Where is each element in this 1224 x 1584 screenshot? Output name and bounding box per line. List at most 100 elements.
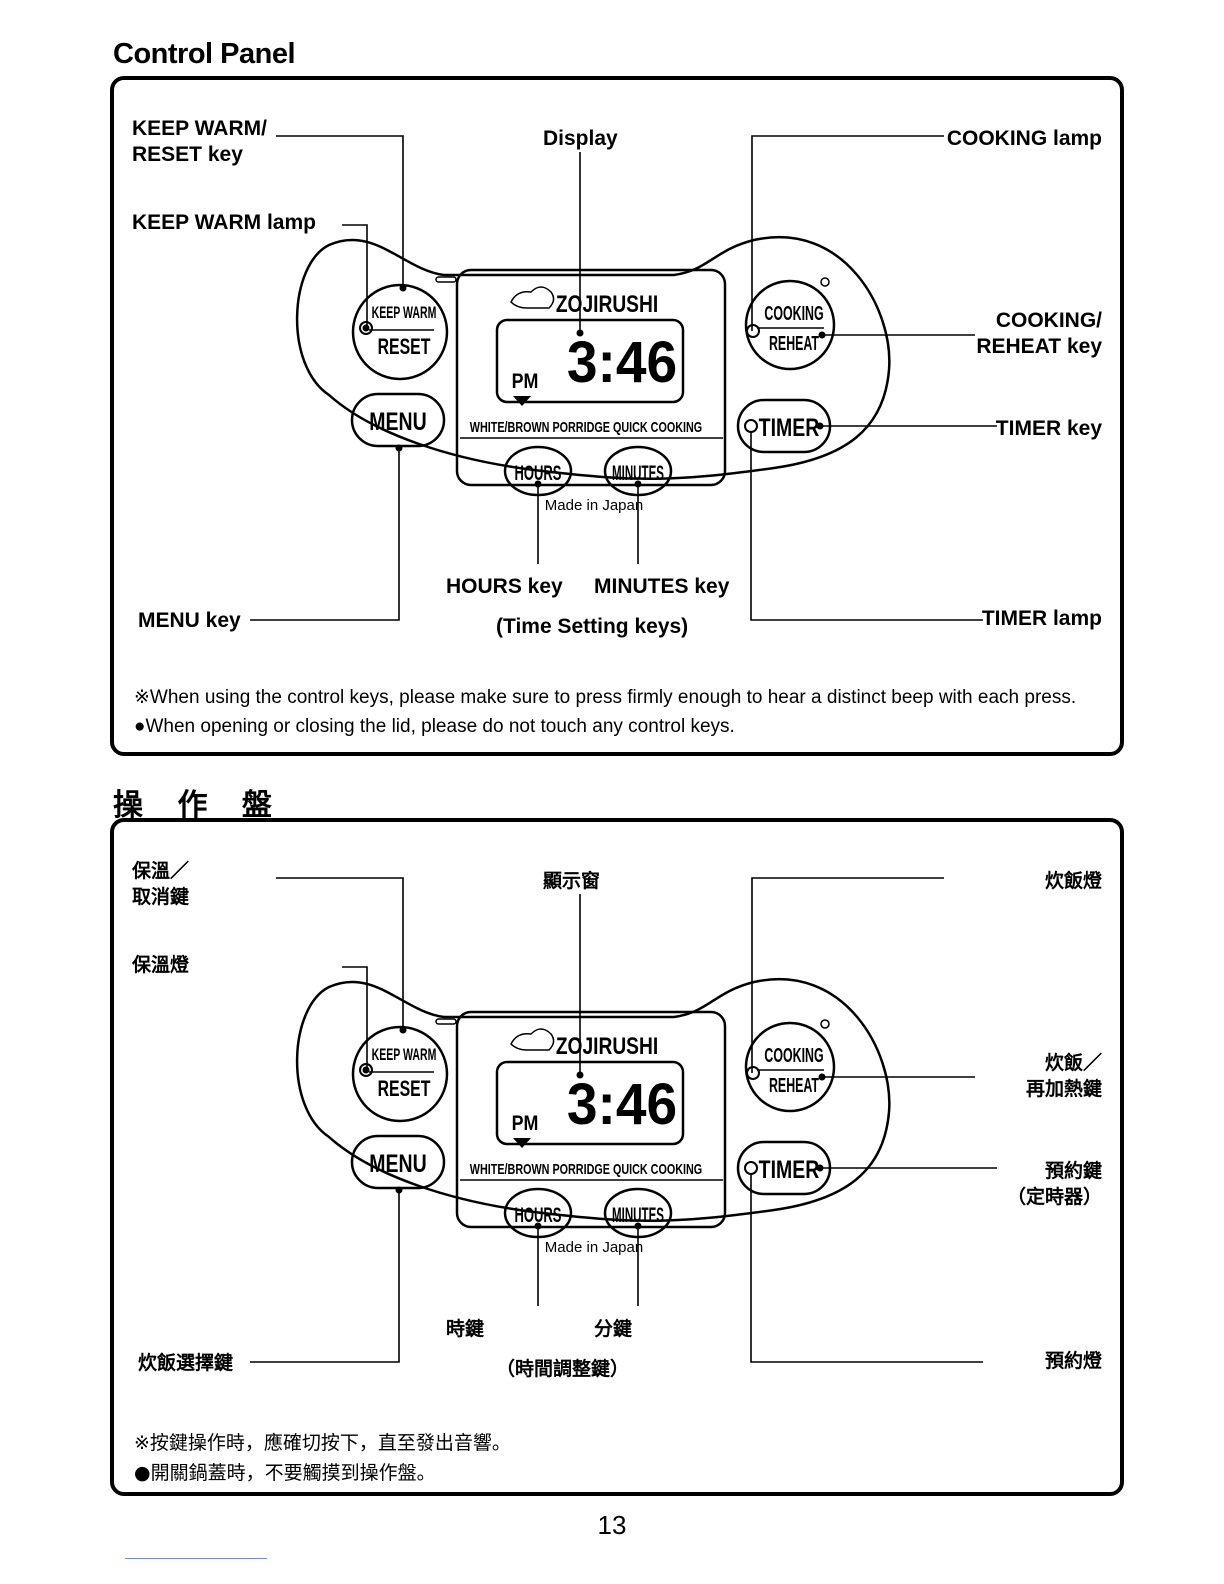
keep-warm-reset-button[interactable]	[351, 283, 449, 381]
label-cooking-reheat-key-line-1: COOKING/	[995, 309, 1102, 332]
label-timer-key-line-2: （定時器）	[1006, 1186, 1102, 1208]
label-keep-warm-reset-key-line-2: RESET key	[132, 143, 243, 166]
label-cooking-lamp: 炊飯燈	[1045, 868, 1102, 894]
label-minutes-key: 分鍵	[594, 1316, 632, 1342]
label-menu-key-line-1: 炊飯選擇鍵	[138, 1352, 234, 1374]
label-display-line-1: Display	[543, 127, 618, 150]
indicator-bar	[435, 1018, 457, 1025]
label-menu-key-line-1: MENU key	[138, 609, 241, 632]
lcd-time: 3:46	[567, 330, 677, 395]
leader-keep-warm-lamp	[342, 966, 368, 1070]
lcd-ampm: PM	[512, 1112, 539, 1136]
reheat-key-label: REHEAT	[769, 1074, 819, 1097]
timer-lamp	[744, 419, 758, 433]
minutes-key-label: MINUTES	[612, 1203, 664, 1227]
lcd-ampm: PM	[512, 370, 539, 394]
timer-lamp	[744, 1161, 758, 1175]
menu-key-label: MENU	[369, 1150, 426, 1178]
cooking-key-label: COOKING	[764, 1044, 823, 1067]
elephant-logo-icon	[510, 286, 555, 309]
label-menu-key: MENU key	[138, 608, 241, 634]
page-number: 13	[597, 1510, 627, 1540]
cooking-lamp	[746, 324, 760, 338]
label-cooking-lamp-line-1: 炊飯燈	[1044, 870, 1102, 892]
footer-rule	[125, 1558, 267, 1559]
label-cooking-reheat-key: 炊飯／再加熱鍵	[1026, 1050, 1102, 1102]
leader-dot	[399, 1026, 407, 1034]
label-time-setting-keys: (Time Setting keys)	[496, 614, 688, 640]
label-display: 顯示窗	[543, 868, 600, 894]
status-dot	[820, 1019, 830, 1029]
cooking-reheat-button[interactable]	[744, 279, 836, 371]
label-minutes-key-line-1: 分鍵	[594, 1318, 633, 1340]
label-hours-key-line-1: 時鍵	[446, 1318, 485, 1340]
leader-dot	[399, 284, 407, 292]
note-1: ※按鍵操作時，應確切按下，直至發出音響。	[134, 1432, 511, 1454]
brand-logo-text: ZOJIRUSHI	[556, 290, 658, 318]
label-display: Display	[543, 126, 618, 152]
label-cooking-reheat-key: COOKING/REHEAT key	[976, 308, 1102, 360]
minutes-key-label: MINUTES	[612, 461, 664, 485]
reset-key-label: RESET	[378, 336, 431, 360]
leader-dot	[395, 444, 403, 452]
leader-keep-warm-reset	[276, 135, 404, 288]
label-timer-key-line-1: TIMER key	[995, 417, 1102, 440]
section-title-en: Control Panel	[113, 38, 296, 70]
menu-pointer-icon	[513, 396, 531, 406]
section-title-zh: 操 作 盤	[113, 788, 284, 823]
label-cooking-reheat-key-line-2: REHEAT key	[976, 335, 1102, 358]
leader-cooking-lamp	[751, 877, 944, 1073]
label-minutes-key-line-1: MINUTES key	[594, 575, 730, 598]
label-hours-key: 時鍵	[446, 1316, 484, 1342]
brand-logo-text: ZOJIRUSHI	[556, 1032, 658, 1060]
reheat-key-label: REHEAT	[769, 332, 819, 355]
timer-key-label: TIMER	[759, 1156, 820, 1184]
label-cooking-reheat-key-line-1: 炊飯／	[1044, 1052, 1102, 1074]
leader-dot	[816, 1164, 824, 1172]
lcd-time: 3:46	[567, 1072, 677, 1137]
leader-keep-warm-reset	[276, 877, 404, 1030]
leader-dot	[395, 1186, 403, 1194]
leader-dot	[818, 1073, 826, 1081]
keep-warm-reset-button[interactable]	[351, 1025, 449, 1123]
cooking-reheat-button[interactable]	[744, 1021, 836, 1113]
made-in-text: Made in Japan	[545, 497, 643, 514]
cooking-key-label: COOKING	[764, 302, 823, 325]
note-1: ※When using the control keys, please mak…	[134, 687, 1077, 708]
leader-cooking-lamp	[751, 135, 944, 331]
made-in-text: Made in Japan	[545, 1239, 643, 1256]
leader-dot	[576, 1071, 584, 1079]
label-timer-lamp: TIMER lamp	[982, 606, 1102, 632]
label-keep-warm-reset-key-line-1: KEEP WARM/	[132, 117, 267, 140]
label-hours-key: HOURS key	[446, 574, 563, 600]
label-timer-key-line-1: 預約鍵	[1044, 1160, 1102, 1182]
label-timer-lamp-line-1: TIMER lamp	[981, 607, 1102, 630]
menu-options-text: WHITE/BROWN PORRIDGE QUICK COOKING	[470, 1160, 702, 1177]
leader-dot	[362, 1066, 370, 1074]
lcd-window	[495, 318, 685, 404]
label-cooking-lamp: COOKING lamp	[947, 126, 1102, 152]
leader-keep-warm-lamp	[342, 224, 368, 328]
leader-dot	[362, 324, 370, 332]
leader-dot	[534, 480, 542, 488]
label-timer-key: TIMER key	[996, 416, 1102, 442]
elephant-logo-icon	[510, 1028, 555, 1051]
label-keep-warm-lamp-line-1: 保溫燈	[132, 954, 190, 976]
display-frame	[455, 1010, 727, 1229]
label-keep-warm-lamp-line-1: KEEP WARM lamp	[132, 211, 316, 234]
label-keep-warm-reset-key: KEEP WARM/RESET key	[132, 116, 267, 168]
lcd-window	[495, 1060, 685, 1146]
note-2: ●When opening or closing the lid, please…	[134, 716, 735, 737]
label-timer-key: 預約鍵 （定時器）	[1007, 1158, 1102, 1210]
display-frame	[455, 268, 727, 487]
leader-dot	[818, 331, 826, 339]
leader-timer-lamp	[750, 1174, 983, 1363]
label-keep-warm-reset-key-line-1: 保溫／	[132, 860, 190, 882]
label-minutes-key: MINUTES key	[594, 574, 729, 600]
label-time-setting-keys: （時間調整鍵）	[496, 1356, 629, 1382]
label-timer-lamp: 預約燈	[1045, 1348, 1102, 1374]
label-time-setting-keys-line-1: （時間調整鍵）	[496, 1358, 630, 1380]
